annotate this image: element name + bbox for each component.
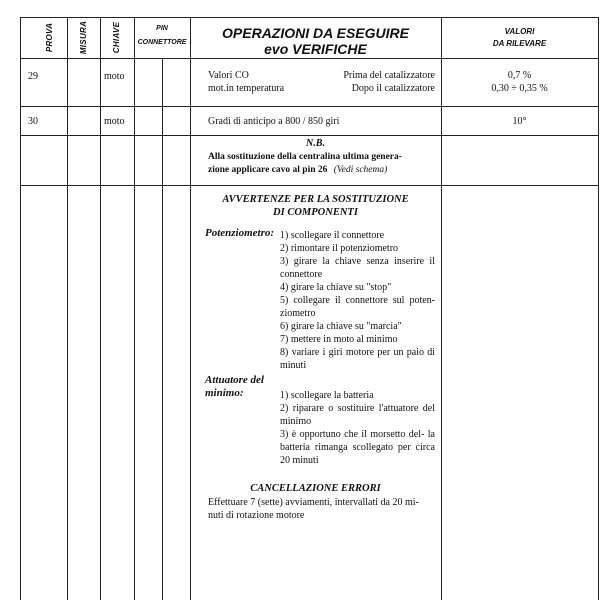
header-values-line2: DA RILEVARE: [492, 39, 547, 48]
pot-step-7: 7) mettere in moto al minimo: [280, 334, 398, 345]
attuatore-steps: 1) scollegare la batteria 2) riparare o …: [280, 389, 435, 467]
grid-line-right: [598, 17, 599, 600]
grid-line-top: [20, 17, 599, 18]
warnings-title-1: AVVERTENZE PER LA SOSTITUZIONE: [222, 194, 409, 205]
nb-title: N.B.: [306, 138, 325, 149]
header-ops-line1: OPERAZIONI DA ESEGUIRE: [222, 25, 409, 41]
header-values-line1: VALORI: [504, 27, 535, 36]
pot-step-2: 2) rimontare il potenziometro: [280, 243, 399, 254]
pot-step-1: 1) scollegare il connettore: [280, 230, 385, 241]
grid-line-nb-bottom: [20, 185, 599, 186]
attuatore-label-1: Attuatore del: [205, 374, 264, 386]
header-ops-line2: evo VERIFICHE: [264, 41, 367, 57]
potenziometro-steps: 1) scollegare il connettore 2) rimontare…: [280, 229, 435, 372]
grid-line-pin1: [162, 58, 163, 600]
nb-line1: Alla sostituzione della centralina ultim…: [208, 152, 402, 162]
pot-step-3: 3) girare la chiave senza inserire il co…: [280, 256, 435, 280]
header-pin-line2: CONNETTORE: [137, 39, 187, 46]
row29-op-left-1: Valori CO: [208, 70, 249, 81]
att-step-1: 1) scollegare la batteria: [280, 390, 374, 401]
row29-value-2: 0,30 ÷ 0,35 %: [491, 83, 548, 94]
grid-line-chiave: [134, 17, 135, 600]
att-step-3: 3) è opportuno che il morsetto del- la b…: [280, 429, 435, 466]
row30-value-1: 10°: [512, 116, 527, 127]
grid-line-pin2: [190, 17, 191, 600]
att-step-2: 2) riparare o sostituire l'attuatore del…: [280, 403, 435, 427]
grid-line-left: [20, 17, 21, 600]
row30-op-text: Gradi di anticipo a 800 / 850 giri: [208, 116, 340, 127]
row30-chiave: moto: [104, 116, 125, 127]
grid-line-row29-bottom: [20, 106, 599, 107]
header-chiave-label: CHIAVE: [112, 21, 122, 54]
nb-line2: zione applicare cavo al pin 26: [208, 165, 328, 175]
cancellazione-title: CANCELLAZIONE ERRORI: [250, 483, 381, 494]
row29-op-right-2: Dopo il catalizzatore: [351, 83, 435, 94]
pot-step-8: 8) variare i giri motore per un paio di …: [280, 347, 435, 371]
header-chiave: CHIAVE: [101, 17, 133, 58]
grid-line-ops: [441, 17, 442, 600]
cancellazione-line2: nuti di rotazione motore: [208, 510, 305, 521]
header-pin-line1: PIN: [156, 25, 168, 32]
header-misura-label: MISURA: [79, 20, 89, 55]
header-operazioni: OPERAZIONI DA ESEGUIRE evo VERIFICHE: [190, 17, 441, 58]
grid-line-header-bottom: [20, 58, 599, 59]
potenziometro-label: Potenziometro:: [205, 227, 275, 239]
header-pin-connettore: PIN CONNETTORE: [134, 17, 190, 58]
grid-line-prova: [67, 17, 68, 600]
header-prova: PROVA: [34, 17, 66, 58]
header-valori: VALORI DA RILEVARE: [441, 17, 598, 58]
row29-chiave: moto: [104, 71, 125, 82]
pot-step-5: 5) collegare il connettore sul poten- zi…: [280, 295, 435, 319]
grid-line-misura: [100, 17, 101, 600]
warnings-title-2: DI COMPONENTI: [273, 207, 358, 218]
header-misura: MISURA: [68, 17, 100, 58]
cancellazione-line1: Effettuare 7 (sette) avviamenti, interva…: [208, 497, 419, 508]
grid-line-row30-bottom: [20, 135, 599, 136]
attuatore-label-2: minimo:: [205, 387, 244, 399]
header-prova-label: PROVA: [45, 22, 55, 53]
row30-prova: 30: [28, 116, 38, 127]
row29-prova: 29: [28, 71, 38, 82]
nb-line2-wrap: zione applicare cavo al pin 26 (Vedi sch…: [208, 164, 438, 177]
nb-note: (Vedi schema): [333, 165, 388, 175]
row29-op-left-2: mot.in temperatura: [208, 83, 285, 94]
row29-value-1: 0,7 %: [507, 70, 532, 81]
pot-step-4: 4) girare la chiave su "stop": [280, 282, 392, 293]
row29-op-right-1: Prima del catalizzatore: [343, 70, 435, 81]
pot-step-6: 6) girare la chiave su "marcia": [280, 321, 402, 332]
